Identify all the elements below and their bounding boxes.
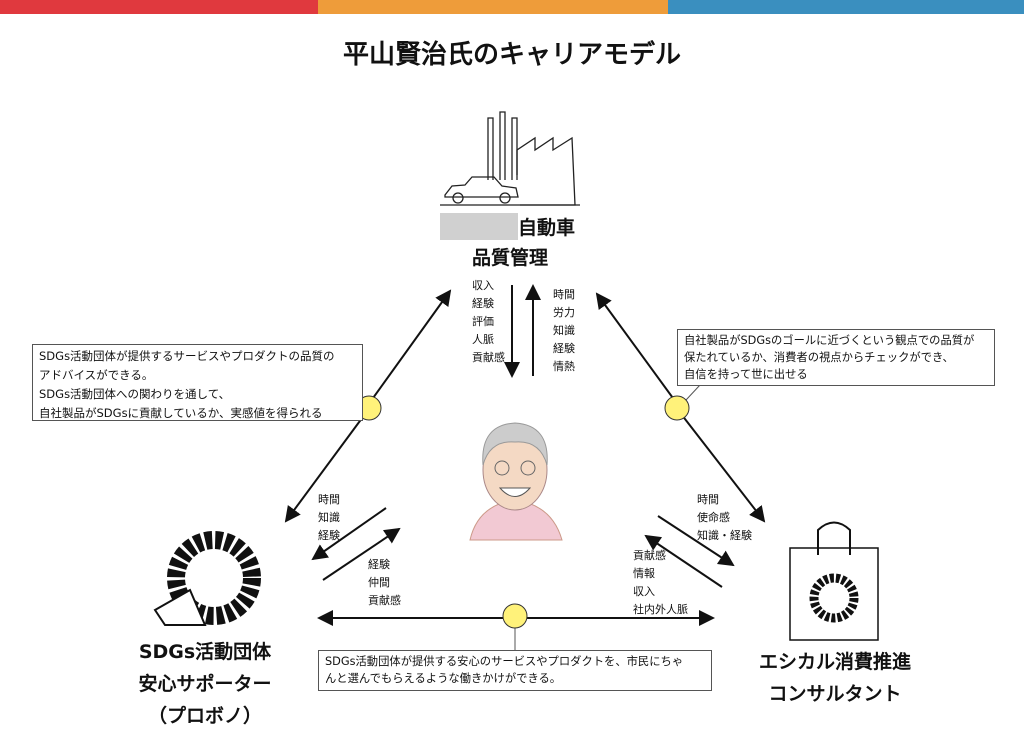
label: 使命感	[697, 511, 730, 524]
link-circle-bottom	[502, 603, 528, 629]
label: 知識	[553, 324, 575, 337]
label: 安心サポーター	[138, 673, 272, 695]
text-line: SDGs活動団体への関わりを通して、	[39, 387, 231, 401]
text-line: 保たれているか、消費者の視点からチェックができ、	[684, 351, 954, 364]
left-node-label: SDGs活動団体安心サポーター （プロボノ）	[100, 636, 310, 732]
left-to-person-list: 経験仲間貢献感	[368, 556, 401, 610]
top-to-person-list: 収入経験評価人脈貢献感	[472, 277, 505, 367]
right-node-label: エシカル消費推進コンサルタント	[735, 646, 935, 710]
text-line: SDGs活動団体が提供するサービスやプロダクトの品質の	[39, 349, 335, 363]
label: SDGs活動団体	[138, 641, 272, 663]
label: 時間	[697, 493, 719, 506]
label: 貢献感	[633, 549, 666, 562]
label: 時間	[553, 288, 575, 301]
callout-right: 自社製品がSDGsのゴールに近づくという観点での品質が保たれているか、消費者の視…	[677, 329, 995, 386]
label: 収入	[472, 279, 494, 292]
label: 人脈	[472, 333, 494, 346]
text-line: SDGs活動団体が提供する安心のサービスやプロダクトを、市民にちゃ	[325, 655, 684, 668]
label: （プロボノ）	[147, 705, 262, 727]
text-line: 自信を持って世に出せる	[684, 368, 808, 381]
text-line: 自社製品がSDGsのゴールに近づくという観点での品質が	[684, 334, 975, 347]
top-from-person-list: 時間労力知識経験情熱	[553, 286, 575, 376]
right-to-person-list: 貢献感情報収入社内外人脈	[633, 547, 688, 619]
callout-left: SDGs活動団体が提供するサービスやプロダクトの品質のアドバイスができる。 SDG…	[32, 344, 363, 421]
label: 時間	[318, 493, 340, 506]
label: 経験	[553, 342, 575, 355]
sdgs-wheel-megaphone-icon	[153, 531, 261, 626]
header-bar-blue	[668, 0, 1024, 14]
link-circle-right	[664, 395, 690, 421]
top-node-line1: 自動車	[518, 217, 576, 239]
label: 経験	[318, 529, 340, 542]
label: 情熱	[553, 360, 575, 373]
label: 労力	[553, 306, 575, 319]
shopping-bag-sdgs-icon	[789, 521, 879, 641]
factory-car-icon	[440, 111, 580, 206]
header-bar-orange	[318, 0, 668, 14]
label: 社内外人脈	[633, 603, 688, 616]
left-from-person-list: 時間知識経験	[318, 491, 340, 545]
callout-bottom: SDGs活動団体が提供する安心のサービスやプロダクトを、市民にちゃんと選んでもら…	[318, 650, 712, 691]
label: 知識	[318, 511, 340, 524]
label: 仲間	[368, 576, 390, 589]
label: 経験	[368, 558, 390, 571]
text-line: アドバイスができる。	[39, 368, 154, 382]
label: 知識・経験	[697, 529, 752, 542]
header-bar-red	[0, 0, 318, 14]
text-line: 自社製品がSDGsに貢献しているか、実感値を得られる	[39, 406, 323, 420]
label: 経験	[472, 297, 494, 310]
label: 収入	[633, 585, 655, 598]
top-node-line2: 品質管理	[471, 247, 548, 269]
right-from-person-list: 時間使命感知識・経験	[697, 491, 752, 545]
page-title: 平山賢治氏のキャリアモデル	[342, 40, 681, 70]
label: コンサルタント	[768, 683, 902, 705]
label: 評価	[472, 315, 494, 328]
person-illustration	[469, 422, 563, 541]
label: 情報	[633, 567, 655, 580]
label: エシカル消費推進	[758, 651, 911, 673]
text-line: んと選んでもらえるような働きかけができる。	[325, 672, 562, 685]
label: 貢献感	[472, 351, 505, 364]
redacted-company-name	[440, 213, 518, 240]
label: 貢献感	[368, 594, 401, 607]
